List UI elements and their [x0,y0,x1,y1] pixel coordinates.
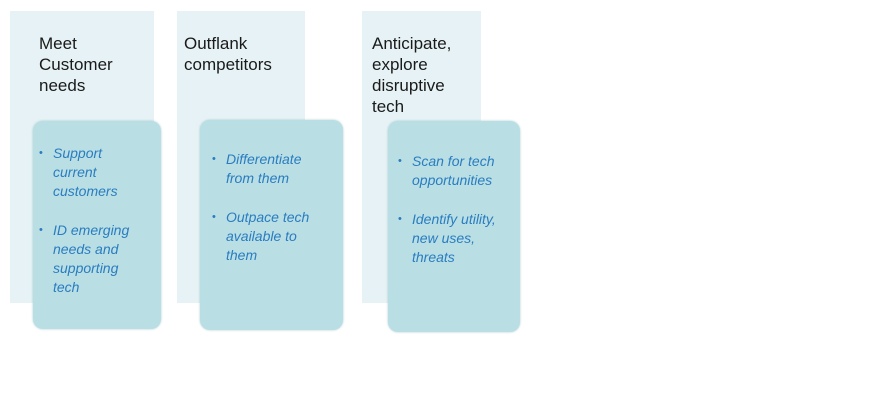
bullet-item: • ID emerging needs and supporting tech [35,221,159,297]
column-title-outflank-competitors: Outflank competitors [184,34,272,74]
bullet-card-disruptive-tech: • Scan for tech opportunities • Identify u… [388,121,520,332]
column-title-disruptive-tech: Anticipate, explore disruptive tech [372,34,452,116]
bullet-text: Scan for tech opportunities [412,153,495,188]
bullet-text: Support current customers [53,145,118,199]
bullet-dot-icon: • [39,147,43,159]
bullet-text: Outpace tech available to them [226,209,310,263]
bullet-dot-icon: • [39,224,43,236]
bullet-dot-icon: • [398,155,402,167]
bullet-item: • Differentiate from them [208,150,341,188]
column-title-customer-needs: Meet Customer needs [39,34,113,95]
bullet-card-outflank-competitors: • Differentiate from them • Outpace tech a… [200,120,343,330]
bullet-dot-icon: • [212,211,216,223]
bullet-list: • Scan for tech opportunities • Identify u… [394,152,518,287]
bullet-item: • Outpace tech available to them [208,208,341,265]
bullet-text: ID emerging needs and supporting tech [53,222,130,295]
bullet-dot-icon: • [212,153,216,165]
bullet-list: • Support current customers • ID emerging … [35,144,159,317]
bullet-item: • Support current customers [35,144,159,201]
bullet-dot-icon: • [398,213,402,225]
bullet-text: Differentiate from them [226,151,302,186]
bullet-text: Identify utility, new uses, threats [412,211,496,265]
bullet-list: • Differentiate from them • Outpace tech a… [208,150,341,285]
bullet-card-customer-needs: • Support current customers • ID emerging … [33,121,161,329]
bullet-item: • Scan for tech opportunities [394,152,518,190]
bullet-item: • Identify utility, new uses, threats [394,210,518,267]
